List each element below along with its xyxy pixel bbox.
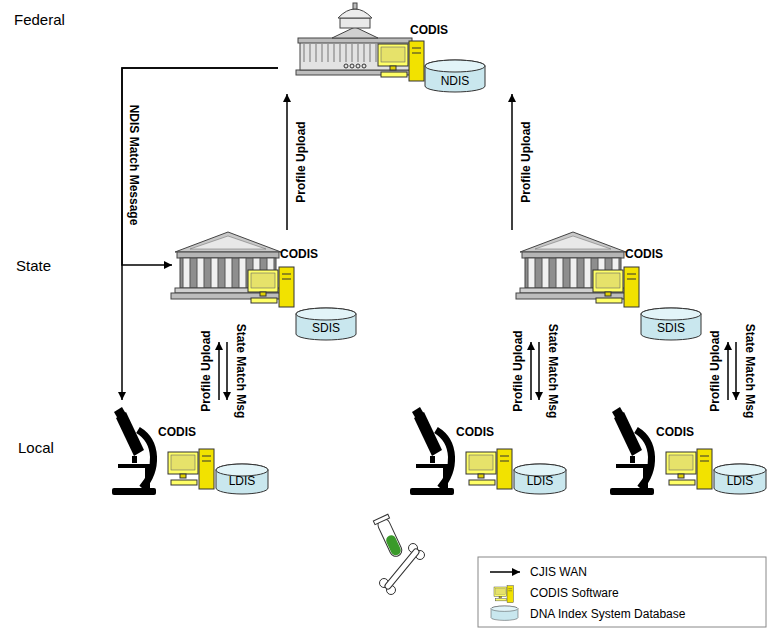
legend-arrow-sample <box>490 571 520 573</box>
arrow-label: Profile Upload <box>708 330 720 411</box>
database-cylinder <box>216 464 268 494</box>
network-arrow <box>122 68 278 265</box>
arrow-label: State Match Msg <box>235 324 247 419</box>
software-label: CODIS <box>625 248 663 260</box>
codis-site: CODIS LDIS <box>408 400 569 497</box>
arrow-label: NDIS Match Message <box>128 105 140 226</box>
database-cylinder <box>296 308 356 340</box>
legend-label: DNA Index System Database <box>530 608 685 620</box>
test-tube-icon <box>373 514 405 559</box>
codis-site: CODIS SDIS <box>172 230 358 342</box>
database-cylinder <box>514 464 566 494</box>
legend-cylinder-sample <box>491 606 518 620</box>
network-arrow <box>218 342 220 400</box>
network-arrow <box>530 342 532 400</box>
arrow-label: Profile Upload <box>511 330 523 411</box>
legend-box <box>478 557 766 627</box>
computer-icon <box>466 449 512 489</box>
computer-icon <box>248 267 294 307</box>
microscope-icon <box>112 407 156 495</box>
network-arrow <box>538 342 540 400</box>
legend-computer-sample <box>494 586 513 603</box>
database-label: LDIS <box>527 475 554 487</box>
database-label: NDIS <box>441 75 470 87</box>
network-arrow <box>226 342 228 400</box>
database-label: SDIS <box>657 322 685 334</box>
microscope-icon <box>610 407 654 495</box>
arrow-label: Profile Upload <box>294 121 306 202</box>
codis-site: CODIS NDIS <box>278 2 522 94</box>
software-label: CODIS <box>280 248 318 260</box>
computer-icon <box>168 449 214 489</box>
database-label: SDIS <box>312 322 340 334</box>
bone-icon <box>380 544 425 595</box>
database-cylinder <box>425 60 485 92</box>
legend-label: CJIS WAN <box>530 566 587 578</box>
software-label: CODIS <box>410 24 448 36</box>
legend-label: CODIS Software <box>530 587 619 599</box>
codis-site: CODIS SDIS <box>505 230 752 342</box>
arrow-label: State Match Msg <box>547 324 559 419</box>
software-label: CODIS <box>456 426 494 438</box>
computer-icon <box>593 267 639 307</box>
level-label: Local <box>18 440 54 455</box>
computer-icon <box>378 41 424 81</box>
database-cylinder <box>714 464 766 494</box>
network-arrow <box>511 94 513 230</box>
microscope-icon <box>410 407 454 495</box>
network-arrow <box>735 342 737 400</box>
level-label: Federal <box>14 12 65 27</box>
software-label: CODIS <box>656 426 694 438</box>
computer-icon <box>666 449 712 489</box>
arrow-label: Profile Upload <box>199 330 211 411</box>
database-label: LDIS <box>727 475 754 487</box>
arrow-label: State Match Msg <box>744 324 756 419</box>
arrow-label: Profile Upload <box>519 121 531 202</box>
network-arrow <box>286 94 288 230</box>
network-arrow <box>727 342 729 400</box>
software-label: CODIS <box>158 426 196 438</box>
level-label: State <box>16 258 51 273</box>
database-cylinder <box>641 308 701 340</box>
database-label: LDIS <box>229 475 256 487</box>
